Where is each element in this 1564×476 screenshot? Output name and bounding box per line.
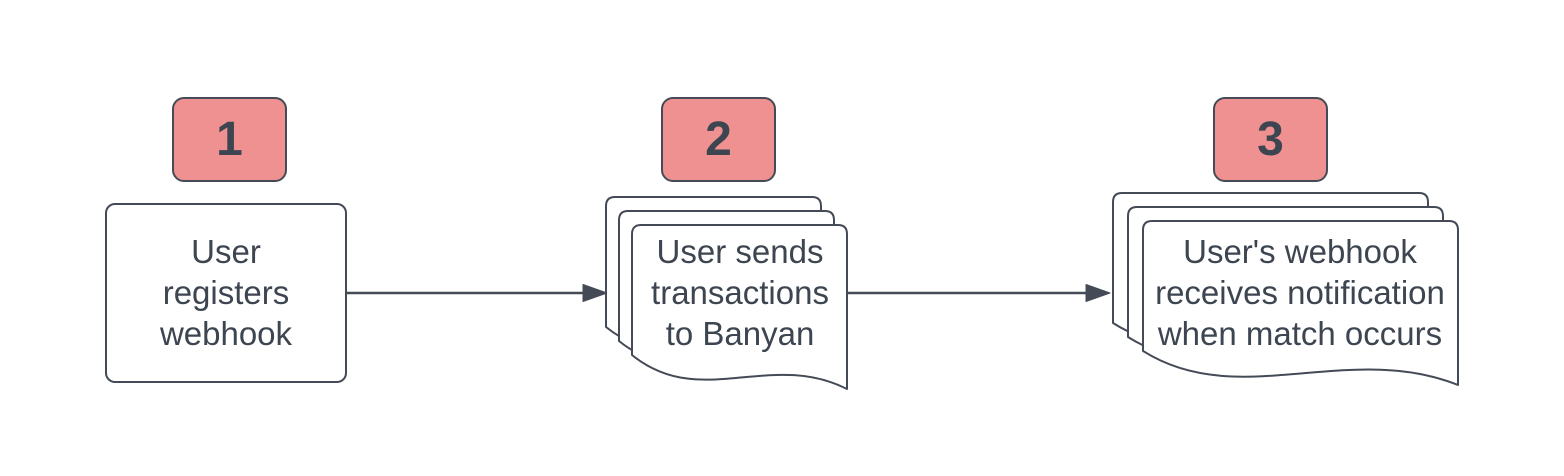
- connector-step1-step2: [347, 284, 608, 302]
- document-page-front: [631, 224, 848, 390]
- step-2-badge: 2: [661, 97, 776, 182]
- step-2-multi-document-shape: [605, 196, 848, 390]
- step-1-badge: 1: [172, 97, 287, 182]
- step-2-label: User sends transactions to Banyan: [651, 233, 829, 352]
- step-1-label: User registers webhook: [159, 233, 293, 352]
- step-3-label: User's webhook receives notification whe…: [1155, 233, 1445, 352]
- arrowhead-icon: [582, 284, 608, 302]
- step-1-rectangle-shape: [105, 203, 347, 383]
- arrowhead-icon: [1085, 284, 1111, 302]
- connector-step2-step3: [848, 284, 1111, 302]
- step-3-badge: 3: [1213, 97, 1328, 182]
- document-page-front: [1142, 220, 1459, 386]
- step-3-multi-document-shape: [1112, 192, 1459, 386]
